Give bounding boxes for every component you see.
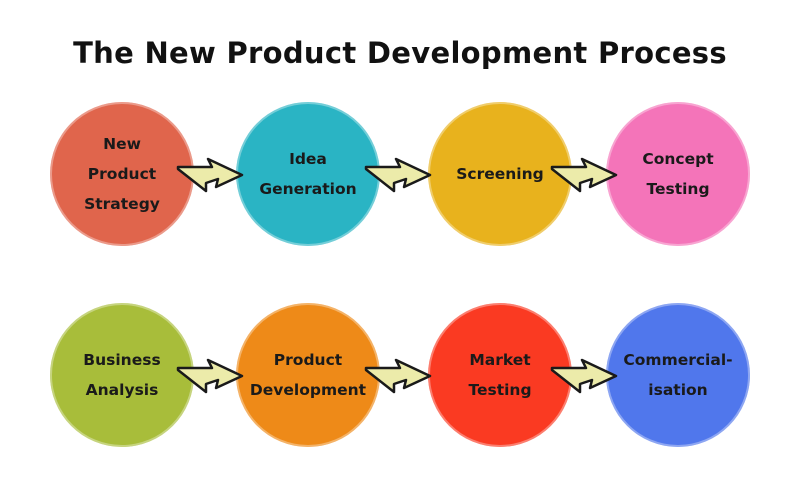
step-label: Screening (456, 165, 544, 183)
step-idea-generation: Idea Generation (236, 102, 380, 246)
lightning-arrow-icon (364, 358, 432, 394)
step-label: Commercial- isation (623, 351, 733, 399)
lightning-arrow-icon (550, 358, 618, 394)
lightning-arrow-icon (176, 157, 244, 193)
step-label: New Product Strategy (84, 135, 160, 213)
lightning-arrow-icon (364, 157, 432, 193)
step-new-product-strategy: New Product Strategy (50, 102, 194, 246)
step-concept-testing: Concept Testing (606, 102, 750, 246)
step-label: Concept Testing (642, 150, 714, 198)
diagram-title: The New Product Development Process (73, 36, 727, 70)
step-label: Idea Generation (259, 150, 357, 198)
step-commercialisation: Commercial- isation (606, 303, 750, 447)
lightning-arrow-icon (176, 358, 244, 394)
step-product-development: Product Development (236, 303, 380, 447)
step-label: Business Analysis (83, 351, 161, 399)
step-screening: Screening (428, 102, 572, 246)
step-label: Market Testing (468, 351, 532, 399)
lightning-arrow-icon (550, 157, 618, 193)
step-business-analysis: Business Analysis (50, 303, 194, 447)
step-market-testing: Market Testing (428, 303, 572, 447)
step-label: Product Development (249, 351, 367, 399)
